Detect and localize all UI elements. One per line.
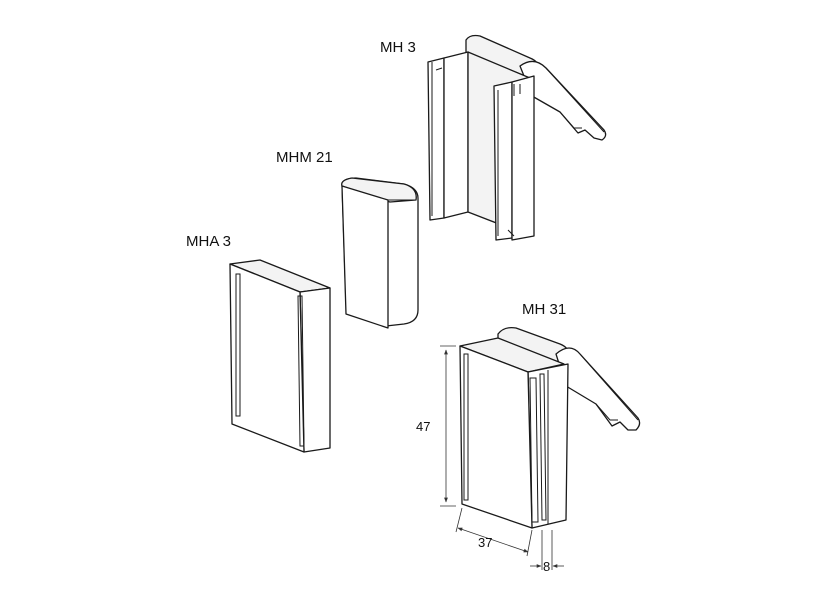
label-mh3: MH 3 bbox=[380, 39, 416, 56]
mh3-part bbox=[427, 34, 607, 241]
label-mh31: MH 31 bbox=[522, 301, 566, 318]
dimension-width-value: 37 bbox=[478, 535, 492, 550]
dimension-height bbox=[440, 345, 456, 507]
mha3-part bbox=[229, 259, 331, 453]
dimension-height-value: 47 bbox=[416, 419, 430, 434]
label-mha3: MHA 3 bbox=[186, 233, 231, 250]
dimension-depth bbox=[530, 530, 564, 570]
dimension-depth-value: 8 bbox=[543, 559, 550, 574]
mhm21-part bbox=[341, 177, 419, 329]
mh31-part bbox=[459, 326, 641, 529]
label-mhm21: MHM 21 bbox=[276, 149, 333, 166]
dimension-width bbox=[455, 507, 533, 557]
